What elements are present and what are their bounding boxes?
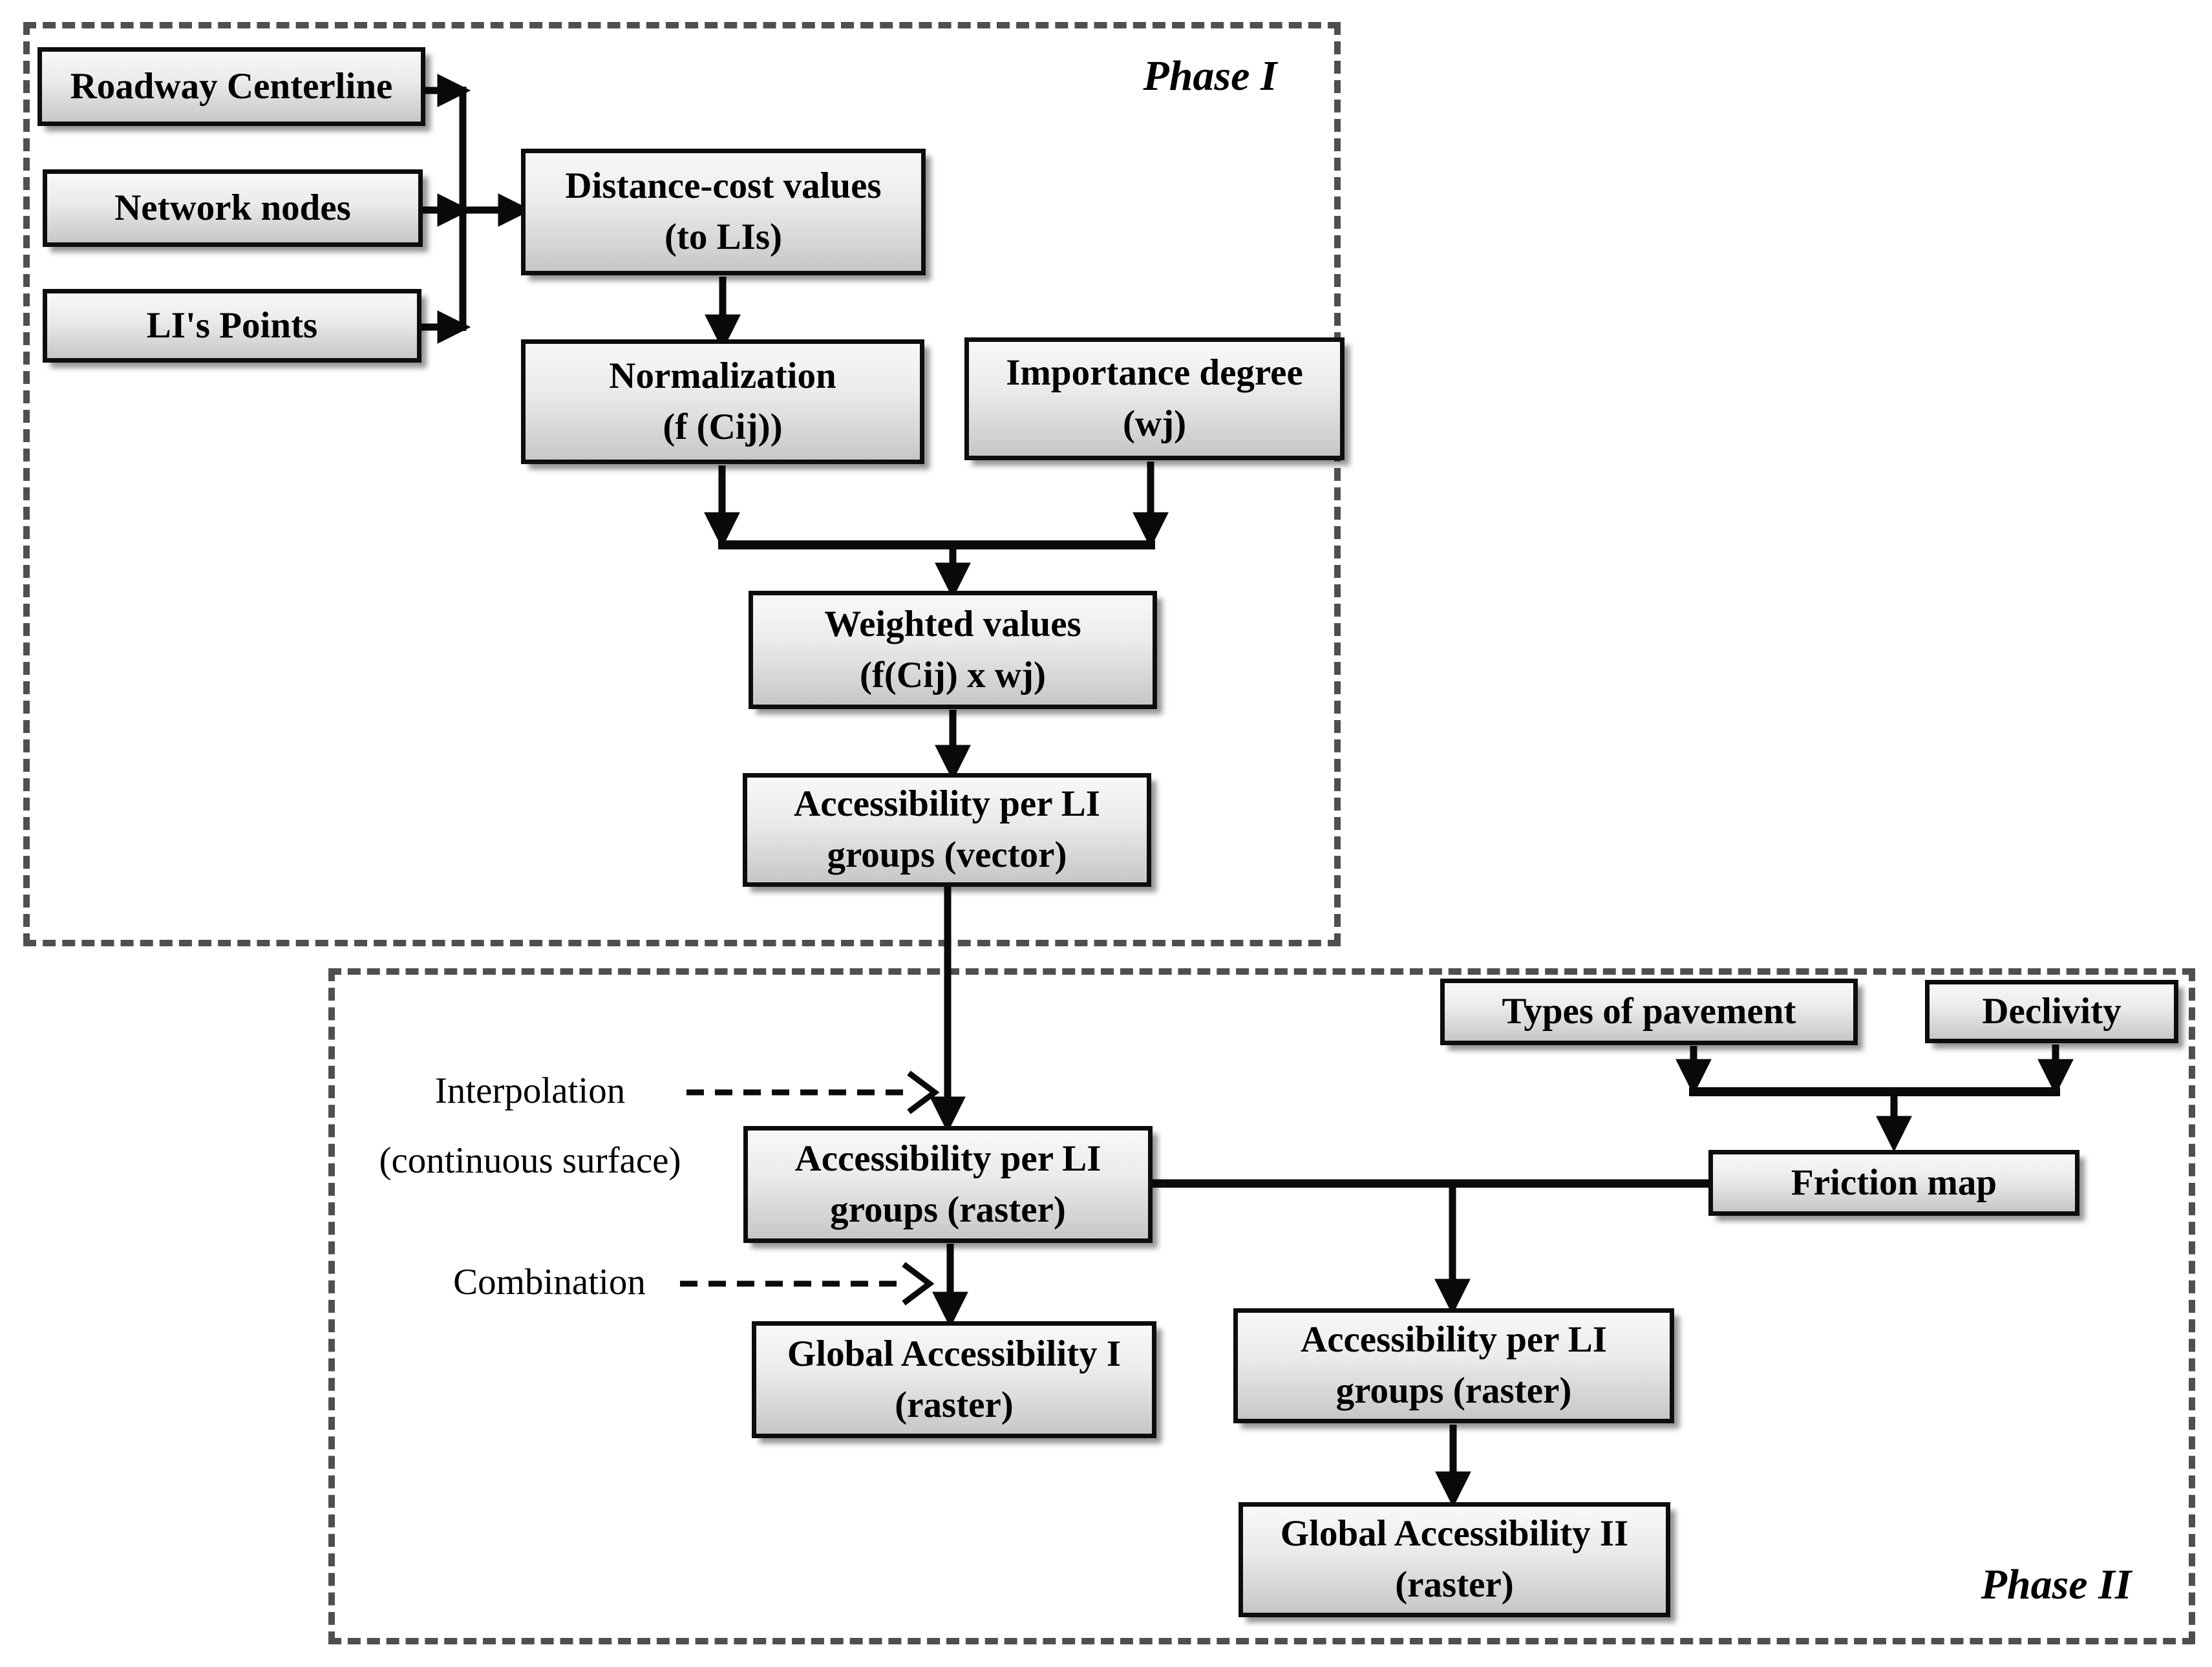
box-global-accessibility-1-line2: (raster) — [895, 1384, 1014, 1425]
arrowhead-importance-down — [1133, 512, 1169, 549]
box-types-of-pavement-label: Types of pavement — [1502, 991, 1796, 1032]
box-accessibility-raster-left-line2: groups (raster) — [830, 1189, 1066, 1230]
box-roadway-centerline-label: Roadway Centerline — [70, 65, 393, 107]
box-types-of-pavement: Types of pavement — [1440, 979, 1858, 1045]
phase1-container — [23, 22, 1341, 946]
box-weighted-values-line2: (f(Cij) x wj) — [859, 654, 1047, 695]
box-importance-degree-line1: Importance degree — [1006, 352, 1303, 394]
box-accessibility-raster-left-line1: Accessibility per LI — [794, 1138, 1101, 1179]
box-distance-cost-values: Distance-cost values (to LIs) — [521, 149, 926, 275]
arrowhead-network-out — [437, 193, 471, 227]
box-global-accessibility-2-line2: (raster) — [1395, 1564, 1514, 1605]
box-declivity-label: Declivity — [1982, 990, 2122, 1032]
box-friction-map: Friction map — [1708, 1150, 2079, 1216]
box-normalization-line1: Normalization — [609, 355, 836, 396]
box-accessibility-raster-right-line1: Accessibility per LI — [1301, 1319, 1607, 1361]
phase2-label: Phase II — [1981, 1561, 2132, 1608]
interpolation-annotation-line1: Interpolation — [434, 1070, 626, 1111]
phase1-label: Phase I — [1143, 52, 1277, 100]
box-distance-cost-values-line1: Distance-cost values — [565, 165, 882, 207]
dashed-arrowhead-combination — [902, 1262, 935, 1306]
box-accessibility-raster-right: Accessibility per LI groups (raster) — [1233, 1308, 1674, 1423]
arrowhead-lipoints-out — [437, 310, 471, 344]
box-accessibility-vector-line1: Accessibility per LI — [794, 783, 1100, 825]
box-li-points-label: LI's Points — [146, 304, 318, 346]
box-li-points: LI's Points — [43, 289, 421, 363]
box-network-nodes: Network nodes — [43, 169, 423, 247]
box-accessibility-vector-line2: groups (vector) — [827, 834, 1067, 875]
box-accessibility-vector: Accessibility per LI groups (vector) — [743, 773, 1151, 887]
arrowhead-weighted-down — [935, 745, 971, 781]
box-declivity: Declivity — [1925, 980, 2178, 1043]
arrowhead-pavement-down — [1675, 1059, 1712, 1096]
arrowhead-raster-left-down — [932, 1291, 968, 1328]
arrowhead-mergebar-down — [935, 562, 971, 599]
interpolation-annotation-line2: (continuous surface) — [379, 1140, 681, 1181]
arrowhead-normalization-down — [704, 512, 740, 549]
combination-annotation: Combination — [352, 1248, 747, 1317]
box-weighted-values-line1: Weighted values — [824, 603, 1081, 644]
box-global-accessibility-2: Global Accessibility II (raster) — [1239, 1502, 1670, 1617]
box-normalization-line2: (f (Cij)) — [663, 406, 783, 447]
dashed-arrowhead-interpolation — [907, 1070, 940, 1114]
box-weighted-values: Weighted values (f(Cij) x wj) — [749, 591, 1157, 709]
arrowhead-roadway-out — [437, 74, 471, 107]
box-global-accessibility-1: Global Accessibility I (raster) — [752, 1321, 1156, 1438]
arrowhead-declivity-down — [2037, 1059, 2074, 1096]
arrowhead-into-friction — [1876, 1116, 1912, 1152]
box-roadway-centerline: Roadway Centerline — [37, 47, 425, 126]
arrowhead-vector-to-raster — [930, 1096, 966, 1133]
combination-annotation-label: Combination — [453, 1262, 646, 1302]
box-network-nodes-label: Network nodes — [114, 187, 351, 228]
arrowhead-distance-down — [705, 314, 741, 351]
box-global-accessibility-1-line1: Global Accessibility I — [787, 1333, 1122, 1374]
arrowhead-branch-down — [1434, 1279, 1471, 1315]
box-normalization: Normalization (f (Cij)) — [521, 339, 924, 464]
box-accessibility-raster-left: Accessibility per LI groups (raster) — [743, 1126, 1153, 1243]
box-accessibility-raster-right-line2: groups (raster) — [1335, 1370, 1572, 1411]
arrowhead-raster-right-down — [1435, 1471, 1471, 1508]
interpolation-annotation: Interpolation (continuous surface) — [330, 1056, 730, 1196]
box-friction-map-label: Friction map — [1791, 1162, 1997, 1203]
box-importance-degree: Importance degree (wj) — [964, 337, 1345, 460]
box-distance-cost-values-line2: (to LIs) — [664, 217, 783, 257]
arrowhead-into-distance-cost — [498, 193, 532, 227]
box-importance-degree-line2: (wj) — [1122, 403, 1187, 444]
box-global-accessibility-2-line1: Global Accessibility II — [1280, 1513, 1629, 1555]
phase2-container — [328, 968, 2195, 1644]
